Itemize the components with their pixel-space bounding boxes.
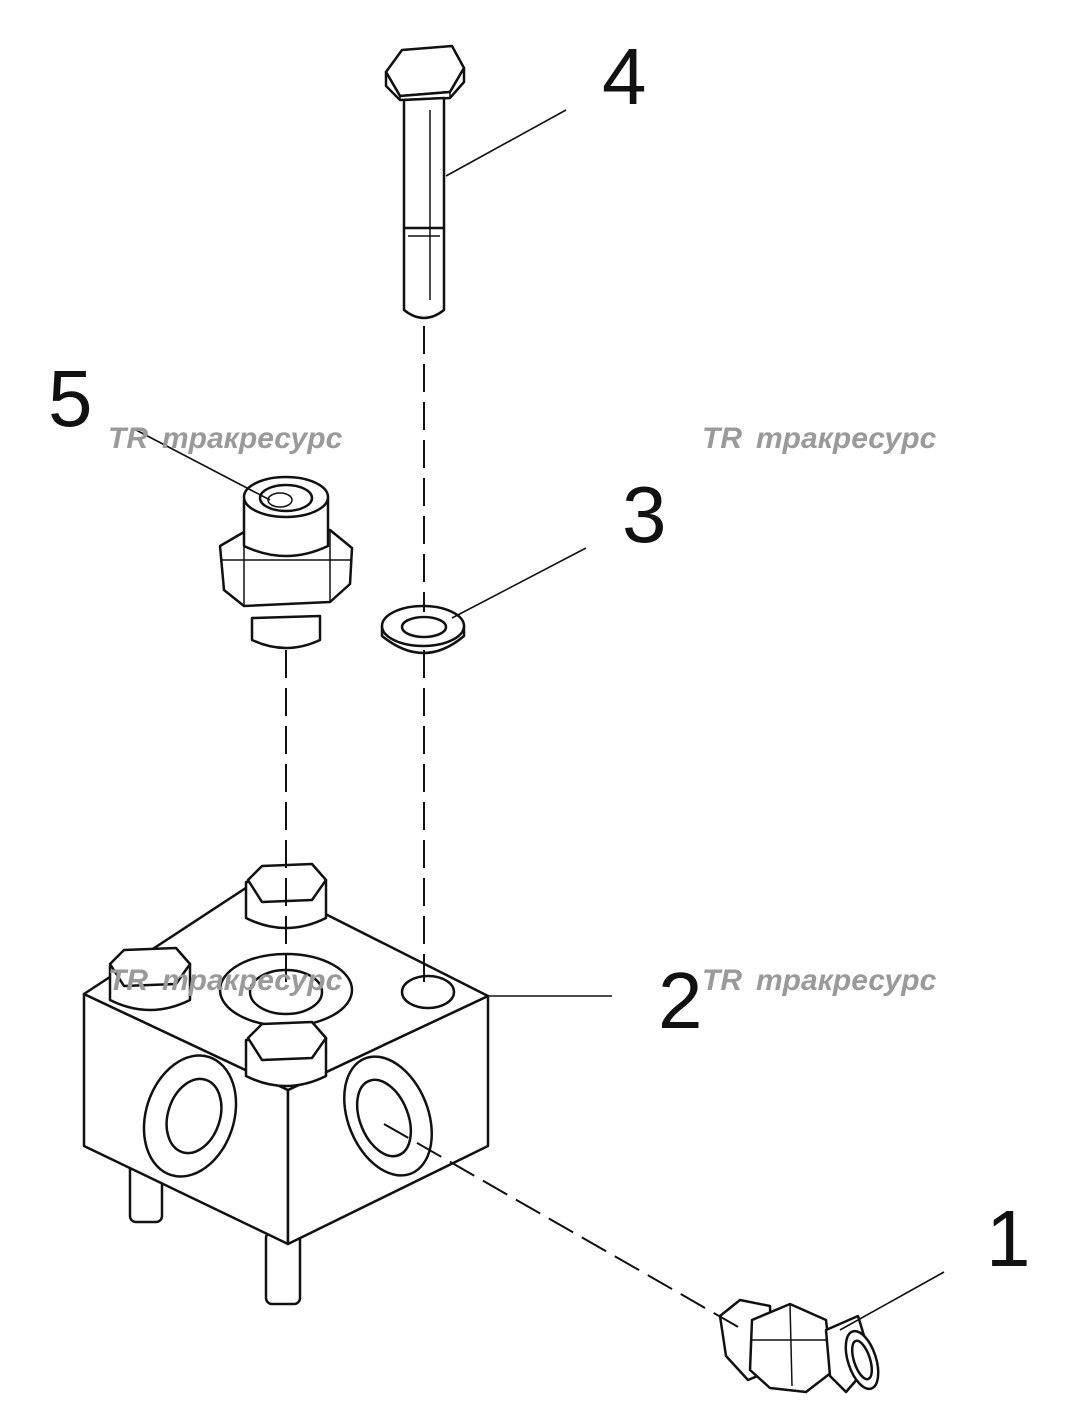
- part-5-fitting[interactable]: [218, 475, 354, 650]
- part-3-washer[interactable]: [380, 604, 466, 655]
- part-2-block[interactable]: [82, 862, 490, 1306]
- callout-4: 4: [602, 32, 647, 121]
- watermark-1: TR тракресурс: [108, 422, 343, 455]
- watermark-text: тракресурс: [162, 964, 343, 997]
- part-1-fitting[interactable]: [718, 1298, 885, 1394]
- watermark-text: тракресурс: [756, 422, 937, 455]
- watermark-3: TR тракресурс: [108, 964, 343, 997]
- cap-screw-left: [108, 946, 192, 1012]
- watermark-logo-icon: TR: [702, 422, 742, 455]
- watermark-4: TR тракресурс: [702, 964, 937, 997]
- callout-3: 3: [622, 470, 667, 559]
- watermark-text: тракресурс: [162, 422, 343, 455]
- callout-1: 1: [986, 1194, 1031, 1283]
- watermark-text: тракресурс: [756, 964, 937, 997]
- assembly-axes: [285, 326, 741, 1329]
- watermark-logo-icon: TR: [702, 964, 742, 997]
- watermark-2: TR тракресурс: [702, 422, 937, 455]
- part-4-bolt[interactable]: [384, 44, 466, 320]
- callout-5: 5: [48, 354, 93, 443]
- watermark-logo-icon: TR: [108, 422, 148, 455]
- watermark-logo-icon: TR: [108, 964, 148, 997]
- callout-2: 2: [658, 956, 703, 1045]
- cap-screw-front: [244, 1020, 328, 1088]
- leader-lines: [135, 109, 945, 1331]
